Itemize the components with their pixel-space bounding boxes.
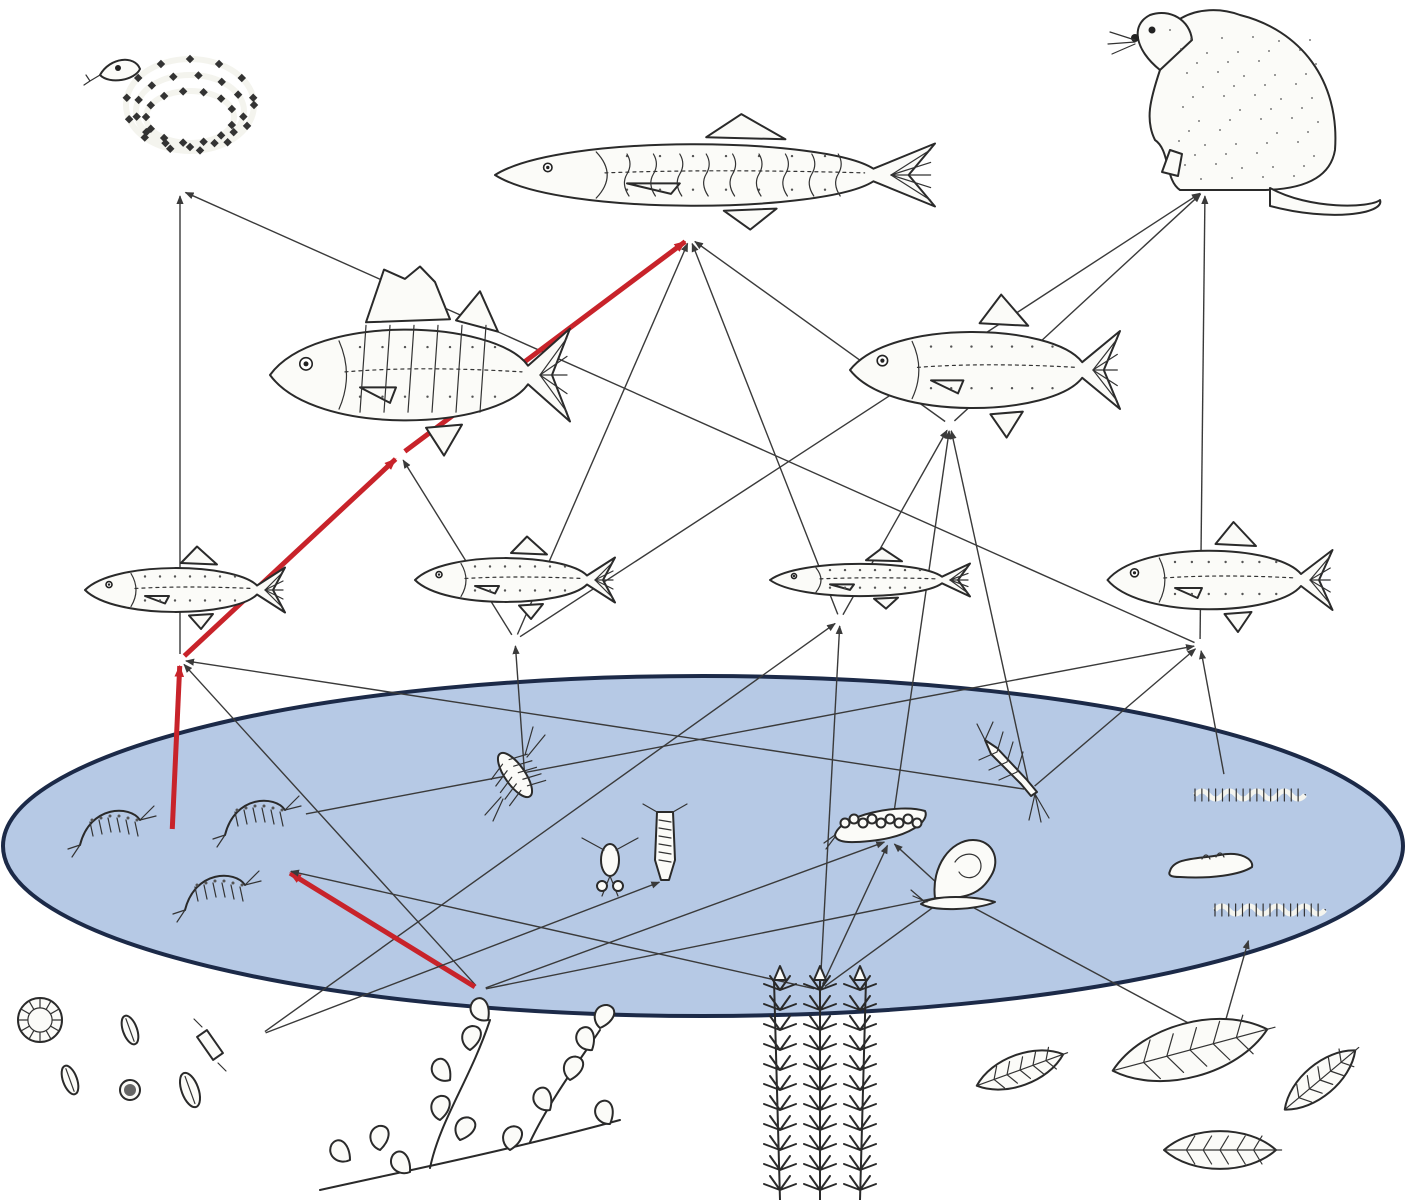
roach-fish-icon bbox=[850, 295, 1120, 438]
perch-fish-icon bbox=[270, 267, 570, 456]
algae-icon bbox=[18, 998, 226, 1110]
leaf-litter-icon bbox=[971, 1003, 1365, 1169]
organisms bbox=[18, 10, 1380, 1200]
feeding-link-rudd-to-grass-snake bbox=[185, 192, 1194, 642]
loach-fish-icon bbox=[770, 548, 970, 609]
pike-fish-icon bbox=[495, 114, 935, 230]
invertebrate-zone-ellipse bbox=[3, 676, 1403, 1016]
small-fish-icon bbox=[85, 547, 285, 630]
feeding-link-small-fish-b-to-perch bbox=[403, 460, 512, 635]
small-fish-icon bbox=[415, 537, 615, 620]
highlight-link-small-fish-a-to-perch bbox=[184, 459, 395, 656]
rudd-fish-icon bbox=[1108, 522, 1333, 632]
leafy-plant-icon bbox=[320, 995, 620, 1190]
otter-icon bbox=[1108, 10, 1380, 215]
snake-icon bbox=[84, 55, 258, 155]
feeding-link-loach-to-pike bbox=[692, 244, 838, 615]
